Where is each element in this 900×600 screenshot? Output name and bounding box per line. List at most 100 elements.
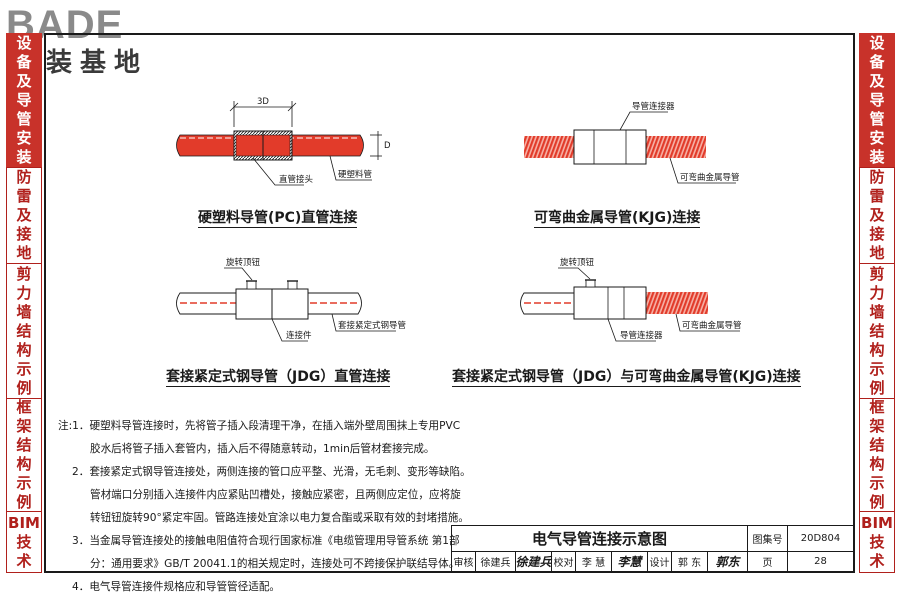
tab-char: 墙	[869, 302, 885, 321]
dim-length-label: 3D	[257, 97, 269, 107]
tab-char: 导	[869, 91, 885, 109]
tab-lightning-grounding[interactable]: 防雷及接地	[859, 167, 895, 263]
leader-screw	[558, 267, 591, 280]
leader-pipe	[675, 313, 740, 332]
tab-char: 接	[869, 225, 885, 243]
tab-char: 安	[16, 129, 32, 147]
tab-equipment-installation[interactable]: 设备及导管安装	[859, 33, 895, 167]
dim-diameter-label: D	[384, 141, 391, 151]
design-label: 设计	[648, 552, 672, 572]
note-line: 2．套接紧定式钢导管连接处，两侧连接的管口应平整、光滑，无毛刺、变形等缺陷。	[72, 466, 471, 478]
note-line: 胶水后将管子插入套管内，插入后不得随意转动，1min后管材套接完成。	[90, 443, 435, 455]
leader-screw	[224, 267, 253, 281]
pipe-left	[176, 134, 235, 157]
tab-char: 接	[16, 225, 32, 243]
tab-char: 术	[16, 551, 32, 570]
tab-lightning-grounding[interactable]: 防雷及接地	[6, 167, 42, 263]
tab-char: BIM	[8, 513, 40, 532]
title-block: 电气导管连接示意图 图集号 20D804 审核 徐建兵 徐建兵 校对 李 慧 李…	[451, 525, 854, 572]
review-name: 徐建兵	[476, 552, 516, 572]
tab-shear-wall-example[interactable]: 剪力墙结构示例	[859, 263, 895, 398]
caption-kjg: 可弯曲金属导管(KJG)连接	[534, 210, 701, 228]
tab-char: 例	[869, 493, 885, 511]
label-screw: 旋转顶钮	[560, 257, 595, 268]
check-signature: 李慧	[612, 552, 648, 572]
fitting-body	[573, 129, 647, 165]
tab-char: 及	[869, 72, 885, 90]
drawing-title: 电气导管连接示意图	[452, 526, 748, 552]
flex-pipe-right	[646, 292, 708, 314]
tab-char: 地	[16, 244, 32, 262]
leader-fitting	[607, 318, 656, 342]
atlas-number: 20D804	[788, 526, 854, 552]
tab-char: 技	[869, 532, 885, 551]
tab-char: 防	[16, 168, 32, 186]
screw-knob-left	[246, 280, 257, 290]
label-fitting: 导管连接器	[620, 330, 663, 341]
leader-joint	[252, 157, 304, 186]
tab-frame-structure-example[interactable]: 框架结构示例	[859, 398, 895, 511]
label-fitting: 导管连接器	[632, 101, 675, 112]
leader-pipe	[669, 157, 736, 184]
label-screw: 旋转顶钮	[226, 257, 261, 268]
tab-char: 例	[16, 378, 32, 397]
dim-tick	[229, 102, 297, 112]
atlas-label: 图集号	[748, 526, 788, 552]
tab-char: 剪	[16, 264, 32, 283]
flex-pipe-right	[646, 136, 706, 158]
tab-char: 装	[16, 148, 32, 166]
tab-char: 结	[869, 321, 885, 340]
label-joint: 直管接头	[279, 174, 314, 185]
tab-char: 雷	[16, 187, 32, 205]
tab-char: 示	[869, 359, 885, 378]
tab-shear-wall-example[interactable]: 剪力墙结构示例	[6, 263, 42, 398]
tab-char: 例	[16, 493, 32, 511]
diagram-jdg-joint: 旋转顶钮 连接件 套接紧定式钢导管	[176, 257, 406, 342]
tab-char: 管	[16, 110, 32, 128]
tab-equipment-installation[interactable]: 设备及导管安装	[6, 33, 42, 167]
tab-char: 地	[869, 244, 885, 262]
tab-char: 框	[16, 398, 32, 416]
tab-char: 设	[869, 34, 885, 52]
tab-char: 示	[16, 359, 32, 378]
caption-jdg-kjg: 套接紧定式钢导管（JDG）与可弯曲金属导管(KJG)连接	[452, 369, 801, 387]
design-name: 郭 东	[672, 552, 708, 572]
tab-char: 装	[869, 148, 885, 166]
tab-char: 技	[16, 532, 32, 551]
tab-char: 剪	[869, 264, 885, 283]
drawing-frame	[44, 33, 855, 573]
tab-char: 结	[869, 436, 885, 454]
leader-fitting	[271, 318, 308, 342]
screw-knob-right	[287, 280, 298, 290]
tab-char: 管	[869, 110, 885, 128]
note-line: 3．当金属导管连接处的接触电阻值符合现行国家标准《电缆管理用导管系统 第1部	[72, 535, 460, 547]
tab-char: 结	[16, 321, 32, 340]
tab-char: 构	[869, 455, 885, 473]
check-label: 校对	[552, 552, 576, 572]
conduit-diagrams: 3D D 直管接头 硬塑料管 导管连接器 可弯曲金属导管	[176, 97, 742, 342]
tab-char: 力	[16, 283, 32, 302]
page-number: 28	[788, 552, 854, 572]
tab-char: 构	[869, 340, 885, 359]
tab-char: 术	[869, 551, 885, 570]
tab-char: 框	[869, 398, 885, 416]
tab-char: 力	[869, 283, 885, 302]
tab-char: 及	[16, 206, 32, 224]
notes: 注:1．硬塑料导管连接时，先将管子插入段清理干净，在插入端外壁周围抹上专用PVC…	[58, 415, 471, 599]
leader-pipe	[331, 313, 396, 332]
label-pipe: 可弯曲金属导管	[680, 172, 740, 183]
tab-char: BIM	[861, 513, 893, 532]
drawing-area: 3D D 直管接头 硬塑料管 导管连接器 可弯曲金属导管	[46, 35, 853, 405]
label-pipe: 套接紧定式钢导管	[338, 320, 406, 331]
note-line: 分：通用要求》GB/T 20041.1的相关规定时，连接处可不跨接保护联结导体。	[90, 558, 460, 570]
check-name: 李 慧	[576, 552, 612, 572]
tab-char: 构	[16, 455, 32, 473]
note-line: 转钮钮旋转90°紧定牢固。管路连接处宜涂以电力复合酯或采取有效的封堵措施。	[90, 512, 469, 524]
tab-char: 例	[869, 378, 885, 397]
screw-knob	[585, 279, 596, 288]
tab-char: 架	[869, 417, 885, 435]
tab-frame-structure-example[interactable]: 框架结构示例	[6, 398, 42, 511]
